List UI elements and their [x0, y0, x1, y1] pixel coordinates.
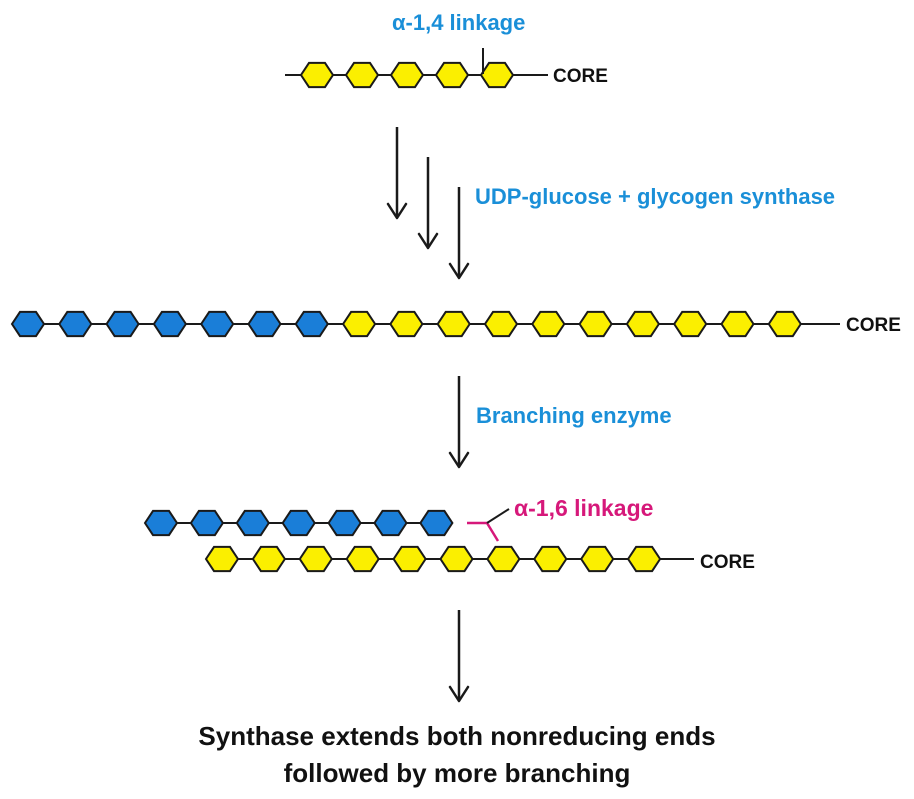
glucose-hexagon-icon: [483, 310, 519, 338]
core-label-branched: CORE: [700, 552, 755, 573]
glucose-hexagon-icon: [344, 61, 380, 89]
glucose-hexagon-icon: [389, 310, 424, 338]
glucose-hexagon-icon: [625, 310, 661, 338]
glucose-hexagon-icon: [720, 310, 755, 338]
glucose-hexagon-icon: [578, 310, 613, 338]
extended-chain: [10, 310, 840, 338]
down-arrow-icon: [448, 610, 470, 703]
added-glucose-hexagon-icon: [105, 310, 140, 338]
glucose-hexagon-icon: [251, 545, 287, 573]
added-glucose-hexagon-icon: [235, 509, 270, 537]
glucose-hexagon-icon: [298, 545, 333, 573]
core-label-extended: CORE: [846, 315, 901, 336]
glucose-hexagon-icon: [341, 310, 377, 338]
down-arrow-icon: [448, 187, 470, 280]
added-glucose-hexagon-icon: [152, 310, 188, 338]
initial-chain: [285, 61, 548, 89]
core-label-initial: CORE: [553, 66, 608, 87]
added-glucose-hexagon-icon: [327, 509, 362, 537]
glucose-hexagon-icon: [580, 545, 615, 573]
synthase-arrows: [386, 127, 470, 280]
glucose-hexagon-icon: [533, 545, 568, 573]
glucose-hexagon-icon: [479, 61, 515, 89]
udp-glucose-glycogen-synthase-label: UDP-glucose + glycogen synthase: [475, 184, 835, 209]
branching-enzyme-label: Branching enzyme: [476, 403, 672, 428]
glucose-hexagon-icon: [204, 545, 240, 573]
down-arrow-icon: [417, 157, 439, 250]
alpha16-linkage-bond: [467, 521, 500, 542]
caption-line-2: followed by more branching: [284, 758, 631, 788]
glucose-hexagon-icon: [531, 310, 566, 338]
caption-line-1: Synthase extends both nonreducing ends: [198, 721, 715, 751]
down-arrow-icon: [386, 127, 408, 220]
added-glucose-hexagon-icon: [189, 509, 225, 537]
glucose-hexagon-icon: [434, 61, 470, 89]
added-glucose-hexagon-icon: [58, 310, 93, 338]
down-arrow-icon: [448, 376, 470, 469]
added-glucose-hexagon-icon: [247, 310, 282, 338]
alpha16-label-leader: [486, 508, 510, 524]
glucose-hexagon-icon: [389, 61, 425, 89]
glucose-hexagon-icon: [345, 545, 380, 573]
added-glucose-hexagon-icon: [200, 310, 235, 338]
branched-main-chain: [204, 545, 694, 573]
alpha16-linkage-label: α-1,6 linkage: [514, 495, 653, 521]
added-glucose-hexagon-icon: [281, 509, 316, 537]
glucose-hexagon-icon: [486, 545, 521, 573]
glucose-hexagon-icon: [767, 310, 802, 338]
added-glucose-hexagon-icon: [294, 310, 329, 338]
glucose-hexagon-icon: [436, 310, 471, 338]
glucose-hexagon-icon: [673, 310, 708, 338]
added-glucose-hexagon-icon: [373, 509, 408, 537]
added-glucose-hexagon-icon: [419, 509, 454, 537]
branched-chain: [143, 509, 454, 537]
glucose-hexagon-icon: [439, 545, 474, 573]
added-glucose-hexagon-icon: [10, 310, 46, 338]
glucose-hexagon-icon: [392, 545, 427, 573]
glucose-hexagon-icon: [626, 545, 662, 573]
glucose-hexagon-icon: [299, 61, 335, 89]
alpha14-linkage-label: α-1,4 linkage: [392, 10, 525, 35]
added-glucose-hexagon-icon: [143, 509, 179, 537]
